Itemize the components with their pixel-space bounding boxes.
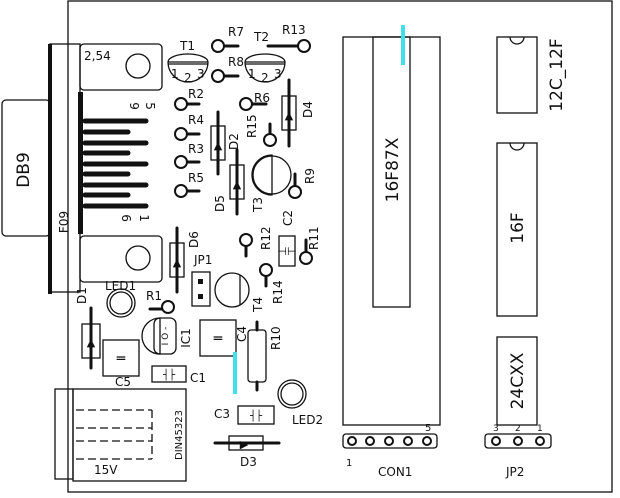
board-outline — [67, 0, 613, 493]
series-label: F09 — [57, 211, 71, 233]
ic1-label: IC1 — [179, 328, 193, 348]
pitch-label: 2,54 — [84, 49, 111, 63]
jp2-pin3: 3 — [493, 424, 499, 434]
c4-label: C4 — [235, 326, 249, 342]
diodes: ▲ ▲ ▲ ▲ ▲ ▶ D4 D2 D5 D6 D1 D3 — [75, 78, 315, 469]
capacitors: ⊣⊢ ┤├ ┤├ ═ ═ C2 C1 C3 C4 C5 — [102, 210, 297, 425]
cap-c3-icon: ┤├ — [250, 409, 263, 422]
chip-24cxx: 24CXX — [496, 336, 538, 426]
pin1-label: 1 — [137, 214, 151, 222]
r14-label: R14 — [271, 280, 285, 304]
pin9-label: 9 — [127, 102, 141, 110]
transistor-t2: T2 1 2 3 — [244, 30, 286, 85]
t1-label: T1 — [179, 39, 195, 53]
t3-label: T3 — [251, 197, 265, 213]
jp2-pin2: 2 — [515, 424, 521, 434]
r10-label: R10 — [269, 326, 283, 350]
leds: LED1 LED2 — [105, 279, 323, 427]
pin6-label: 6 — [119, 214, 133, 222]
pin-label: 1 — [171, 67, 179, 81]
transistor-t3: T3 — [251, 154, 292, 213]
d4-label: D4 — [301, 101, 315, 118]
chip-12c-12f: 12C_12F — [496, 36, 567, 114]
pin-label: 3 — [274, 67, 282, 81]
jp2-pin1: 1 — [537, 424, 543, 434]
chip-24cxx-label: 24CXX — [508, 352, 528, 409]
diode-d3-icon: ▶ — [240, 438, 249, 451]
cap-c2-icon: ⊣⊢ — [277, 245, 296, 258]
transistor-t1: T1 1 2 3 — [167, 39, 209, 85]
r1-label: R1 — [146, 289, 162, 303]
c5-label: C5 — [115, 375, 131, 389]
db9-connector: DB9 2,54 F09 9 5 6 1 — [1, 43, 163, 294]
pin-label: 2 — [261, 71, 269, 85]
diode-d6-icon: ▲ — [173, 256, 182, 269]
connector-con1: 1 5 CON1 — [342, 423, 438, 479]
c1-label: C1 — [190, 371, 206, 385]
pin-label: 2 — [184, 71, 192, 85]
con1-pin1: 1 — [346, 458, 352, 469]
cap-c4-icon: ═ — [213, 331, 223, 347]
con1-pin5: 5 — [425, 423, 431, 434]
diode-d4-icon: ▲ — [285, 109, 294, 122]
r7-label: R7 — [228, 25, 244, 39]
pin-label: 1 — [248, 67, 256, 81]
cap-c1-icon: ┤├ — [163, 368, 176, 381]
d1-label: D1 — [75, 287, 89, 304]
power-jack: DIN45323 15V — [54, 388, 187, 482]
ic1-pins: I O - — [161, 327, 171, 346]
c2-label: C2 — [281, 210, 295, 226]
jp2-label: JP2 — [505, 465, 524, 479]
led2-label: LED2 — [292, 413, 323, 427]
db9-label: DB9 — [14, 152, 34, 188]
jumper-jp1: JP1 — [191, 253, 212, 307]
chip-16f: 16F — [496, 142, 538, 317]
r8-label: R8 — [228, 55, 244, 69]
d3-label: D3 — [240, 455, 257, 469]
cyan-marker — [401, 25, 405, 65]
d2-label: D2 — [227, 133, 241, 150]
cyan-marker — [233, 352, 237, 394]
r13-label: R13 — [282, 23, 306, 37]
r15-label: R15 — [245, 114, 259, 138]
chip-16f87x: 16F87X — [233, 25, 441, 426]
con1-label: CON1 — [378, 465, 412, 479]
transistor-t4: T4 — [214, 272, 265, 313]
r12-label: R12 — [259, 226, 273, 250]
r4-label: R4 — [188, 113, 204, 127]
led1-label: LED1 — [105, 279, 136, 293]
regulator-ic1: IC1 I O - — [141, 317, 193, 355]
t4-label: T4 — [251, 297, 265, 313]
r3-label: R3 — [188, 142, 204, 156]
r5-label: R5 — [188, 171, 204, 185]
cap-c5-icon: ═ — [116, 351, 126, 367]
r6-label: R6 — [254, 91, 270, 105]
jack-voltage: 15V — [94, 463, 118, 477]
pin5-label: 5 — [143, 102, 157, 110]
jack-model: DIN45323 — [174, 410, 185, 460]
chip-16f-label: 16F — [508, 212, 528, 243]
resistors: R7 R8 R13 R2 R4 R3 R5 R6 R15 R9 R12 R11 … — [146, 23, 321, 392]
diode-d5-icon: ▲ — [233, 178, 242, 191]
diode-d1-icon: ▲ — [87, 336, 96, 349]
jp1-label: JP1 — [193, 253, 212, 267]
chip-12c-label: 12C_12F — [547, 38, 567, 111]
chip-16f87x-label: 16F87X — [383, 137, 403, 202]
r11-label: R11 — [307, 226, 321, 250]
jumper-jp2: 3 2 1 JP2 — [484, 424, 552, 479]
diode-d2-icon: ▲ — [214, 139, 223, 152]
r9-label: R9 — [303, 168, 317, 184]
d6-label: D6 — [187, 231, 201, 248]
t2-label: T2 — [253, 30, 269, 44]
r2-label: R2 — [188, 87, 204, 101]
c3-label: C3 — [214, 407, 230, 421]
d5-label: D5 — [213, 195, 227, 212]
pin-label: 3 — [197, 67, 205, 81]
